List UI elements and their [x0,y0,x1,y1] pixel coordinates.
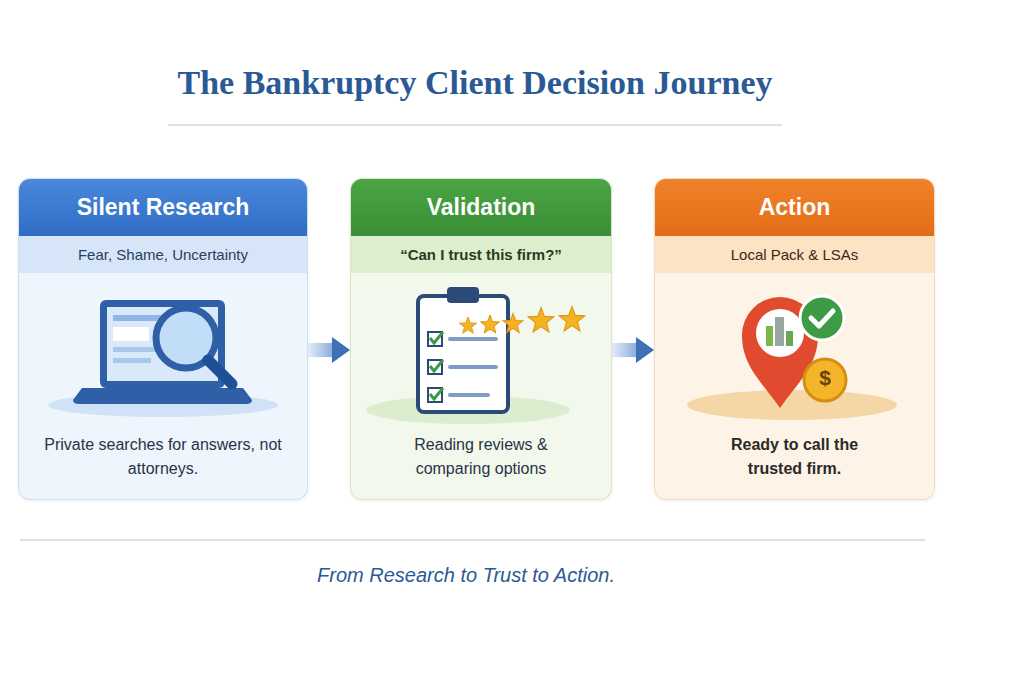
map-pin-illustration [687,296,897,420]
screen-bar [113,315,161,321]
building-bar [766,326,773,346]
flow-arrow [612,343,636,357]
checkbox [428,332,442,346]
rating-star [480,315,499,333]
stage-subheading: “Can I trust this firm?” [400,246,562,263]
shadow-ellipse [687,390,897,420]
list-line [450,337,496,341]
stage-subheading: Fear, Shame, Uncertainty [78,246,248,263]
building-bar [786,331,793,346]
stage-heading: Action [759,194,831,221]
shadow-ellipse [48,393,278,417]
stage-heading: Validation [427,194,536,221]
flow-arrow [308,343,332,357]
shadow-ellipse [366,396,570,424]
check-mark [430,332,443,343]
checkbox [428,388,442,402]
title-rule [168,124,782,126]
screen-line [113,358,151,363]
dollar-coin [804,359,846,401]
subheader-band: Local Pack & LSAs [655,236,934,273]
diagram-title: The Bankruptcy Client Decision Journey [0,64,950,102]
stage-description: Ready to call the trusted firm. [702,433,887,481]
clipboard-board [418,296,508,412]
laptop-screen [107,307,218,381]
stage-card: Silent ResearchFear, Shame, UncertaintyP… [18,178,308,500]
checkbox [428,360,442,374]
stage-subheading: Local Pack & LSAs [731,246,859,263]
subheader-band: Fear, Shame, Uncertainty [19,236,307,273]
stage-card: Validation “Can I trust this firm?” Readin… [350,178,612,500]
pin-center [756,309,804,357]
laptop-screen-frame [100,300,225,388]
rating-star [459,317,476,333]
check-badge [800,296,844,340]
laptop-illustration [48,300,278,417]
rating-star [528,308,554,332]
check-mark [430,360,443,371]
clipboard-clip [447,287,479,303]
check-mark [430,388,443,399]
stage-description: Reading reviews & comparing options [394,433,569,481]
rating-star [503,314,523,333]
header-band: Silent Research [19,179,307,236]
magnifier-lens [156,308,216,368]
rating-star [559,307,585,331]
stage-heading: Silent Research [77,194,250,221]
check-mark [811,311,833,326]
stage-description: Private searches for answers, not attorn… [39,433,287,481]
map-pin [742,297,818,408]
list-line [450,365,496,369]
screen-block [113,327,149,341]
list-line [450,393,488,397]
diagram-caption: From Research to Trust to Action. [0,564,932,587]
clipboard-illustration [366,287,585,424]
caption-rule [20,539,925,541]
subheader-band: “Can I trust this firm?” [351,236,611,273]
header-band: Action [655,179,934,236]
header-band: Validation [351,179,611,236]
stage-card: ActionLocal Pack & LSAsReady to call the… [654,178,935,500]
laptop-base [73,388,252,404]
building-bar [775,317,784,346]
magnifier-handle [208,360,232,384]
screen-line [113,347,157,352]
